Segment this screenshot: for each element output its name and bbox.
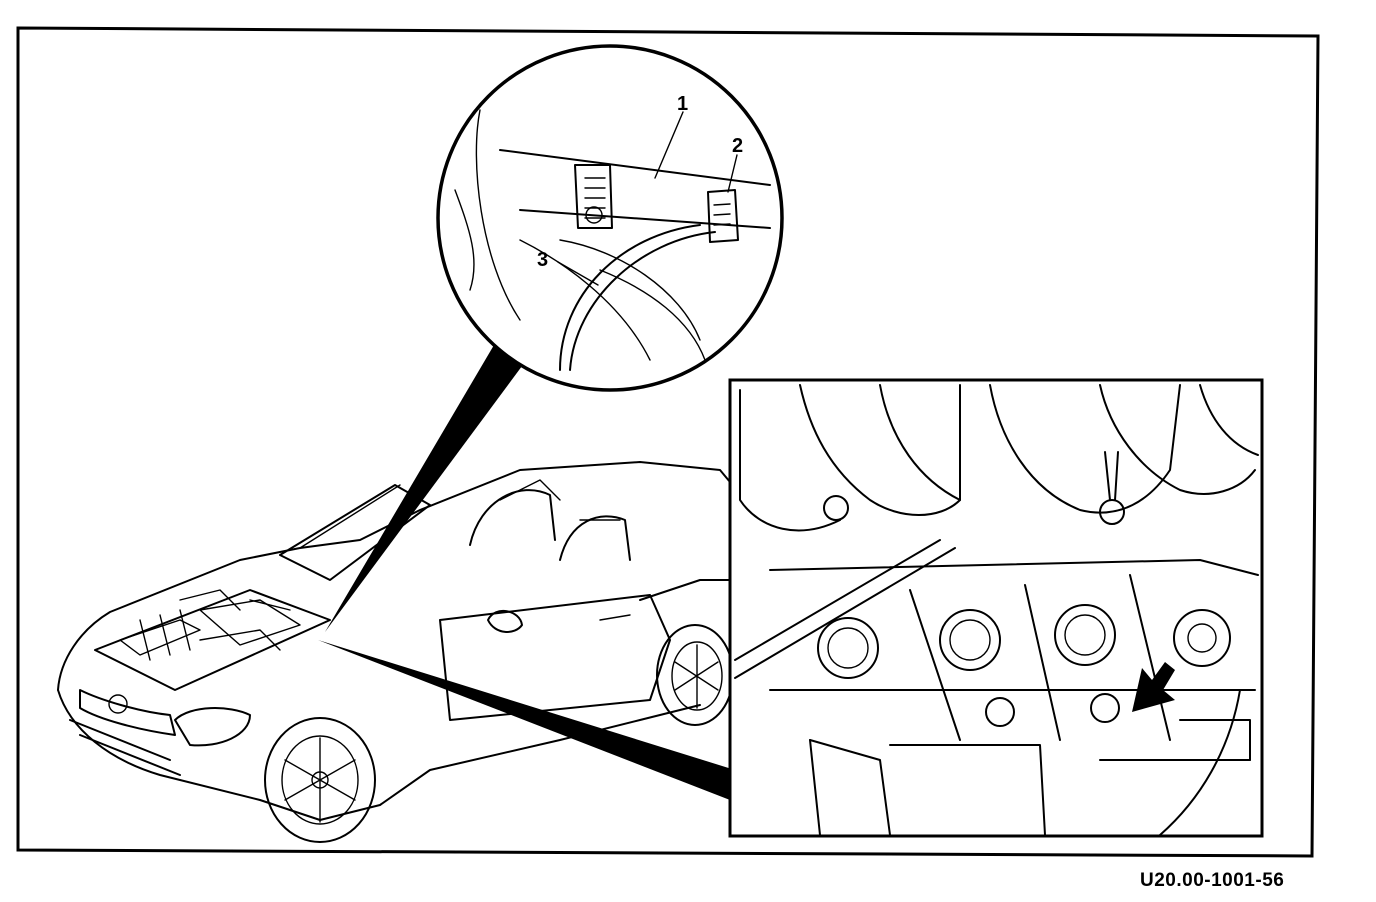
figure-id: U20.00-1001-56 xyxy=(1140,870,1285,891)
arrow-icon xyxy=(1132,662,1175,712)
callout-2: 2 xyxy=(732,135,743,157)
round-detail-view: 1 2 3 xyxy=(436,44,784,392)
detail-leader-wedge-upper xyxy=(325,345,525,632)
rect-detail-view xyxy=(728,378,1264,838)
figure-frame xyxy=(16,26,1320,858)
car-illustration xyxy=(57,461,746,843)
detail-leader-wedge-lower xyxy=(318,640,735,800)
callout-3: 3 xyxy=(537,249,548,271)
callout-1: 1 xyxy=(677,93,688,115)
